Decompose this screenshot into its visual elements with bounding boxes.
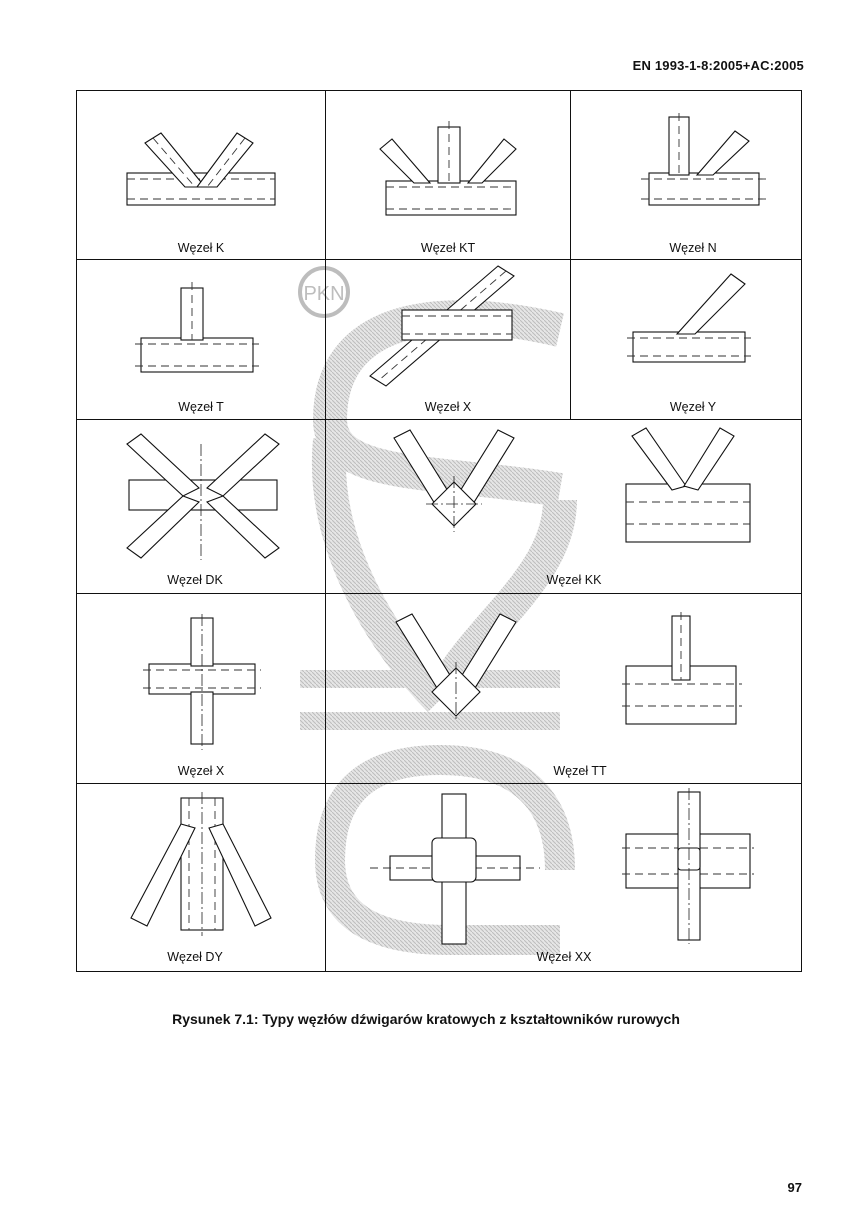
joint-k-cell: Węzeł K <box>77 91 325 259</box>
grid-row-divider-1 <box>77 259 801 260</box>
joint-label: Węzeł X <box>177 764 225 778</box>
joint-dy-drawing <box>130 792 272 936</box>
joint-kk-drawing <box>393 427 751 543</box>
joint-label: Węzeł KK <box>546 573 602 587</box>
grid-col-divider-2 <box>570 91 571 419</box>
joint-tt-drawing <box>395 612 742 725</box>
joint-dy-cell: Węzeł DY <box>77 784 325 971</box>
joint-types-figure: Węzeł K Węzeł KT Węzeł N Węze <box>76 90 802 972</box>
joint-x-drawing <box>369 265 515 387</box>
standard-reference: EN 1993-1-8:2005+AC:2005 <box>632 58 804 73</box>
joint-dk-cell: Węzeł DK <box>77 420 325 593</box>
joint-label: Węzeł XX <box>536 950 592 964</box>
joint-label: Węzeł DY <box>167 950 223 964</box>
joint-n-cell: Węzeł N <box>571 91 801 259</box>
joint-kt-cell: Węzeł KT <box>326 91 570 259</box>
joint-y-cell: Węzeł Y <box>571 260 801 419</box>
joint-label: Węzeł K <box>177 241 225 255</box>
joint-label: Węzeł Y <box>669 400 717 414</box>
joint-xx-cell: Węzeł XX <box>326 784 801 971</box>
joint-label: Węzeł N <box>669 241 717 255</box>
joint-dk-drawing <box>126 433 280 560</box>
joint-label: Węzeł X <box>424 400 472 414</box>
joint-t-cell: Węzeł T <box>77 260 325 419</box>
joint-x-double-cell: Węzeł X <box>77 594 325 783</box>
joint-k-drawing <box>126 132 276 206</box>
grid-row-divider-3 <box>77 593 801 594</box>
joint-label: Węzeł KT <box>420 241 476 255</box>
page-number: 97 <box>787 1180 802 1195</box>
joint-y-drawing <box>627 273 751 363</box>
joint-t-drawing <box>135 282 259 373</box>
joint-tt-cell: Węzeł TT <box>326 594 801 783</box>
joint-label: Węzeł TT <box>553 764 607 778</box>
joint-x-cell: Węzeł X <box>326 260 570 419</box>
joint-label: Węzeł DK <box>167 573 223 587</box>
joint-kk-cell: Węzeł KK <box>326 420 801 593</box>
grid-row-divider-2 <box>77 419 801 420</box>
grid-col-divider-1 <box>325 91 326 971</box>
joint-kt-drawing <box>379 121 517 216</box>
joint-n-drawing <box>641 113 767 206</box>
figure-caption: Rysunek 7.1: Typy węzłów dźwigarów krato… <box>172 1011 680 1027</box>
joint-xx-drawing <box>370 788 754 945</box>
grid-row-divider-4 <box>77 783 801 784</box>
joint-x-double-drawing <box>143 614 261 750</box>
joint-label: Węzeł T <box>178 400 224 414</box>
